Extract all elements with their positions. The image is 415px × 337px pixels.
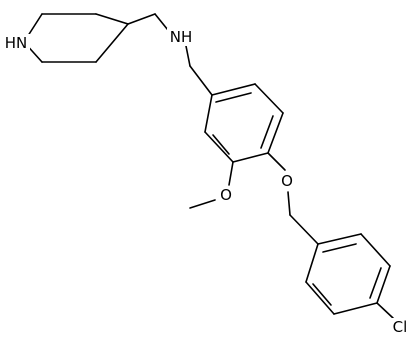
bond	[215, 92, 252, 103]
piperidine-nh-label: HN	[5, 34, 28, 52]
bond-lines	[23, 13, 394, 319]
bond	[312, 283, 332, 306]
bond	[95, 13, 129, 25]
ether-oxygen-label: O	[281, 172, 293, 190]
bond	[287, 191, 291, 216]
bond	[317, 233, 362, 245]
chlorine-atom: Cl	[388, 318, 412, 336]
bond	[289, 214, 319, 245]
chlorine-label: Cl	[393, 318, 408, 336]
bond	[232, 152, 269, 163]
amine-nh-label: NH	[170, 28, 193, 46]
bond	[267, 152, 286, 171]
bond	[360, 233, 391, 267]
bond	[95, 23, 129, 63]
bond	[212, 134, 230, 155]
bond	[369, 267, 382, 299]
bond	[267, 112, 284, 154]
bond	[127, 13, 156, 25]
bond	[204, 94, 213, 133]
bond	[376, 302, 394, 319]
bond	[260, 115, 274, 149]
bond	[189, 199, 216, 209]
bond	[185, 45, 191, 67]
bond	[305, 281, 335, 315]
methoxy-oxygen-atom: O	[218, 186, 234, 204]
amine-nh-atom: NH	[167, 28, 195, 46]
bond	[333, 302, 378, 315]
bond	[254, 83, 284, 114]
bond	[211, 83, 256, 96]
bond	[204, 131, 234, 163]
bond	[189, 65, 213, 96]
piperidine-nh-atom: HN	[4, 34, 30, 52]
bond	[376, 265, 391, 304]
bond	[228, 161, 234, 186]
bond	[322, 243, 357, 253]
methoxy-oxygen-label: O	[220, 186, 232, 204]
atom-labels: HN NH O O Cl	[4, 28, 412, 336]
bond	[305, 243, 319, 283]
ether-oxygen-atom: O	[279, 172, 295, 190]
